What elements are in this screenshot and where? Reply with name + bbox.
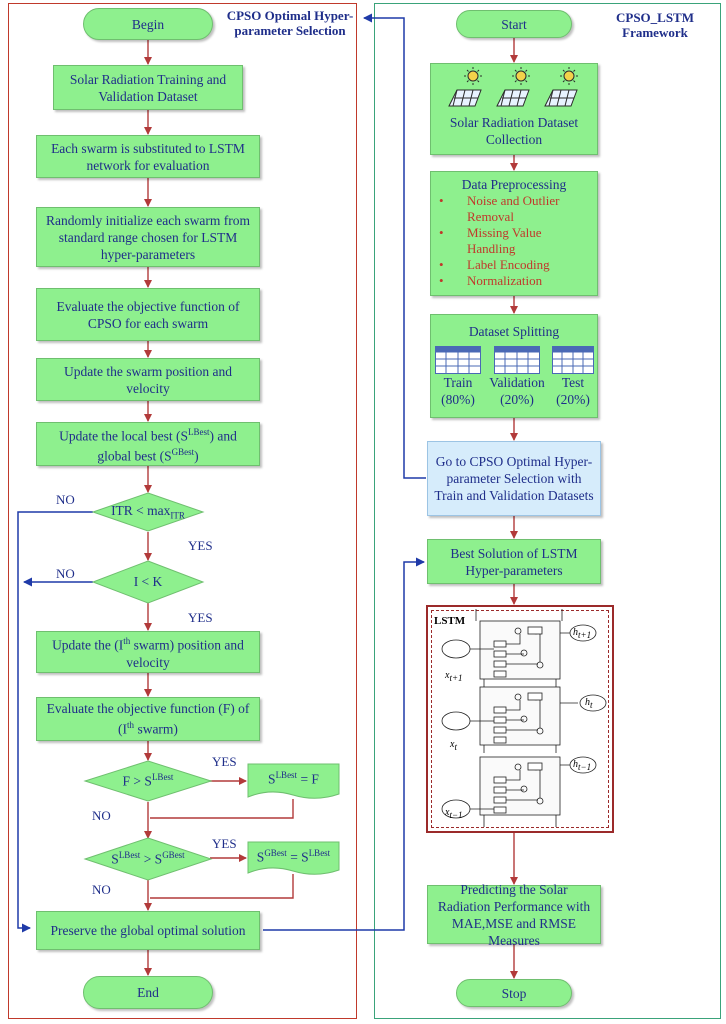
- left-panel-border: [8, 3, 357, 1019]
- lstm-diagram: LSTM: [426, 605, 614, 833]
- table-icon: [494, 346, 540, 374]
- update-ith-swarm-step: Update the (Ith swarm) position and velo…: [36, 631, 260, 673]
- split-name: Test: [561, 375, 585, 390]
- lstm-output-bottom: ht−1: [573, 759, 592, 772]
- s-condition: SLBest > SGBest: [111, 850, 185, 867]
- yes-label-itr: YES: [188, 538, 213, 553]
- stop-terminal: Stop: [456, 979, 572, 1007]
- no-label-itr: NO: [56, 492, 75, 507]
- yes-label-ik: YES: [188, 610, 213, 625]
- table-icon: [435, 346, 481, 374]
- yes-label-f: YES: [212, 754, 237, 769]
- preprocessing-title: Data Preprocessing: [461, 177, 567, 192]
- ik-condition: I < K: [133, 574, 163, 589]
- left-panel-title: CPSO Optimal Hyper-parameter Selection: [226, 8, 354, 38]
- preprocessing-item: Missing Value Handling: [437, 225, 591, 257]
- update-best-label: Update the local best (SLBest) and globa…: [59, 426, 237, 464]
- lstm-input-bottom: xt−1: [445, 807, 463, 820]
- gbest-assignment: SGBest = SLBest: [256, 848, 331, 865]
- no-label-ik: NO: [56, 566, 75, 581]
- predict-performance-step: Predicting the Solar Radiation Performan…: [427, 882, 601, 948]
- update-best-step: Update the local best (SLBest) and globa…: [36, 422, 260, 466]
- lstm-input-mid: xt: [450, 739, 457, 752]
- preprocessing-list: Noise and Outlier Removal Missing Value …: [437, 193, 591, 289]
- right-panel-border: [374, 3, 721, 1019]
- split-pct: (80%): [441, 392, 475, 407]
- initialize-swarm-step: Randomly initialize each swarm from stan…: [36, 207, 260, 267]
- data-preprocessing-step: Data Preprocessing Noise and Outlier Rem…: [430, 171, 598, 296]
- table-icon: [552, 346, 594, 374]
- swarm-substitution-step: Each swarm is substituted to LSTM networ…: [36, 135, 260, 178]
- no-label-f: NO: [92, 808, 111, 823]
- split-parts: Train (80%) Validation (20%) Test (20%): [432, 346, 596, 408]
- split-part-train: Train (80%): [432, 346, 484, 408]
- f-condition: F > SLBest: [122, 772, 174, 789]
- lstm-cells: [441, 609, 607, 827]
- evaluate-objective-step: Evaluate the objective function of CPSO …: [36, 288, 260, 341]
- itr-condition: ITR < maxITR: [111, 503, 185, 521]
- preprocessing-item: Label Encoding: [437, 257, 591, 273]
- split-part-validation: Validation (20%): [488, 346, 546, 408]
- lstm-dashed-frame: [431, 610, 609, 828]
- split-pct: (20%): [500, 392, 534, 407]
- preprocessing-item: Normalization: [437, 273, 591, 289]
- splitting-title: Dataset Splitting: [468, 324, 560, 339]
- start-terminal: Start: [456, 10, 572, 38]
- lstm-label: LSTM: [434, 615, 466, 627]
- split-name: Validation: [489, 375, 545, 390]
- preprocessing-item: Noise and Outlier Removal: [437, 193, 591, 225]
- lbest-assignment: SLBest = F: [268, 770, 319, 787]
- yes-label-s: YES: [212, 836, 237, 851]
- best-solution-step: Best Solution of LSTM Hyper-parameters: [427, 539, 601, 584]
- split-name: Train: [443, 375, 473, 390]
- lstm-output-top: ht+1: [573, 627, 592, 640]
- begin-terminal: Begin: [83, 8, 213, 40]
- preserve-solution-step: Preserve the global optimal solution: [36, 911, 260, 950]
- split-pct: (20%): [556, 392, 590, 407]
- right-panel-title: CPSO_LSTM Framework: [615, 10, 694, 40]
- no-label-s: NO: [92, 882, 111, 897]
- dataset-collection-step: Solar Radiation Dataset Collection: [430, 63, 598, 155]
- lstm-input-top: xt+1: [445, 670, 463, 683]
- lstm-output-mid: ht: [585, 697, 593, 710]
- split-part-test: Test (20%): [550, 346, 596, 408]
- goto-cpso-step: Go to CPSO Optimal Hyper-parameter Selec…: [427, 441, 601, 516]
- training-dataset-step: Solar Radiation Training and Validation …: [53, 65, 243, 110]
- end-terminal: End: [83, 976, 213, 1009]
- update-swarm-step: Update the swarm position and velocity: [36, 358, 260, 401]
- evaluate-ith-swarm-step: Evaluate the objective function (F) of (…: [36, 697, 260, 741]
- dataset-collection-label: Solar Radiation Dataset Collection: [449, 115, 579, 147]
- solar-panels-icon: [448, 67, 578, 107]
- dataset-splitting-step: Dataset Splitting Train (80%) Validation…: [430, 314, 598, 418]
